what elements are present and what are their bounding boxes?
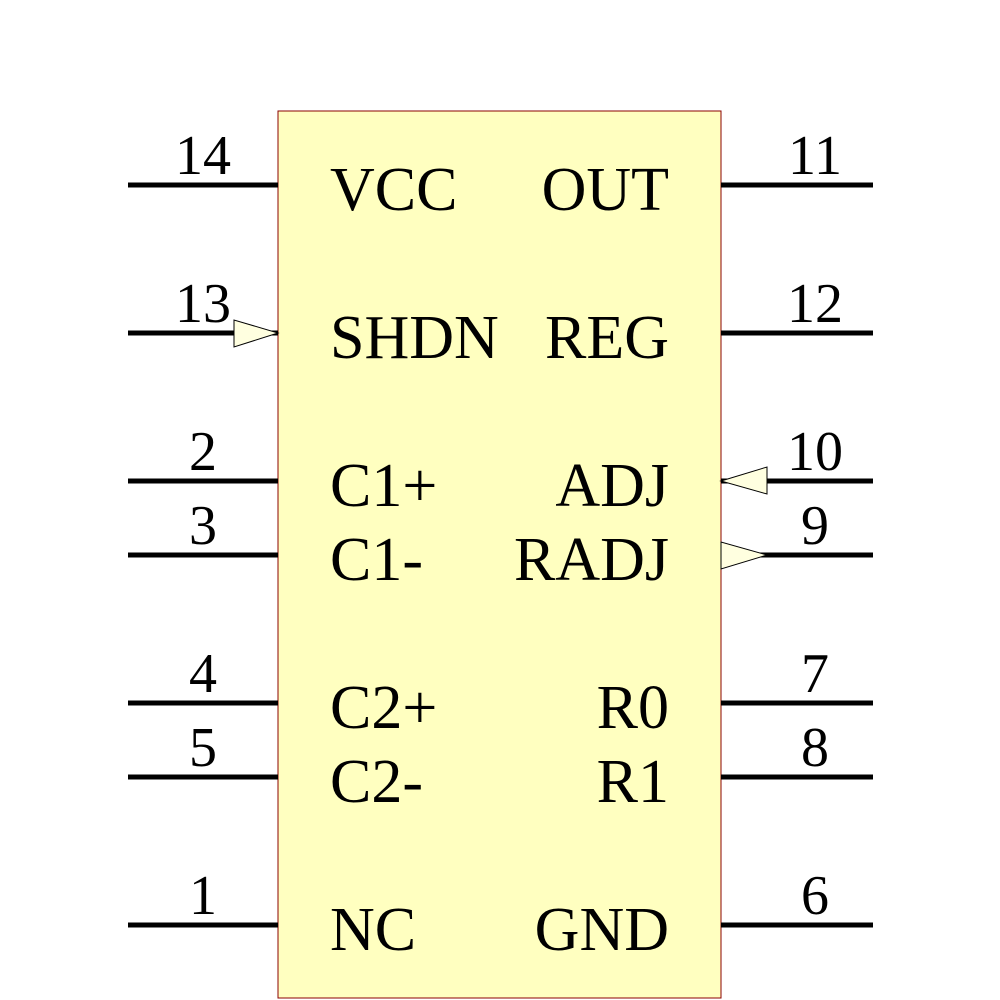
pin-label: REG xyxy=(545,304,669,372)
pin-label: C1+ xyxy=(330,452,437,520)
pin-number: 7 xyxy=(801,643,829,705)
pin-8: 8R1 xyxy=(597,717,873,816)
pin-label: R1 xyxy=(597,748,669,816)
ic-body xyxy=(277,110,722,999)
pin-number: 8 xyxy=(801,717,829,779)
pin-label: C1- xyxy=(330,526,423,594)
pin-number: 5 xyxy=(189,717,217,779)
output-arrow-icon xyxy=(720,541,769,570)
pin-label: NC xyxy=(330,896,416,964)
pin-label: SHDN xyxy=(330,304,499,372)
pin-label: GND xyxy=(535,896,669,964)
pin-number: 3 xyxy=(189,495,217,557)
pin-number: 6 xyxy=(801,865,829,927)
pin-number: 13 xyxy=(175,273,231,335)
pin-number: 2 xyxy=(189,421,217,483)
pin-label: C2- xyxy=(330,748,423,816)
pin-number: 14 xyxy=(175,125,231,187)
pin-number: 12 xyxy=(787,273,843,335)
pin-number: 10 xyxy=(787,421,843,483)
pin-label: RADJ xyxy=(514,526,669,594)
pin-number: 9 xyxy=(801,495,829,557)
input-arrow-icon xyxy=(233,319,280,348)
pin-label: R0 xyxy=(597,674,669,742)
pin-number: 4 xyxy=(189,643,217,705)
input-arrow-icon xyxy=(719,466,768,495)
pin-7: 7R0 xyxy=(597,643,873,742)
pin-label: C2+ xyxy=(330,674,437,742)
pin-number: 1 xyxy=(189,865,217,927)
pin-label: VCC xyxy=(330,156,457,224)
pin-label: ADJ xyxy=(555,452,669,520)
pin-number: 11 xyxy=(788,125,842,187)
pin-label: OUT xyxy=(542,156,669,224)
